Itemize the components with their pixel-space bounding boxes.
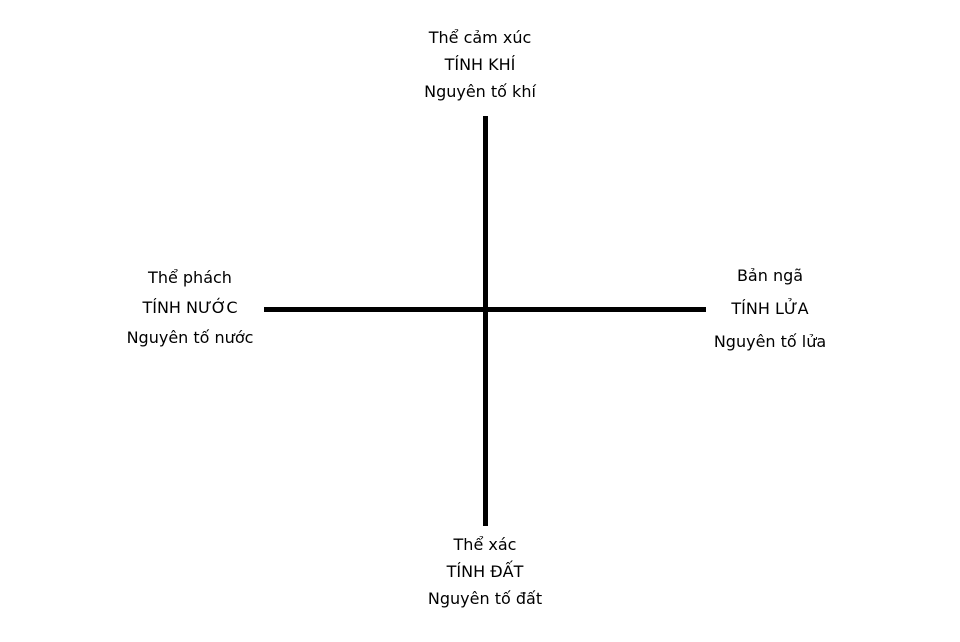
left-body-label: Thể phách — [148, 268, 232, 287]
vertical-axis-line — [483, 116, 488, 526]
right-body-label: Bản ngã — [736, 266, 804, 285]
right-label-group: Bản ngã TÍNH LỬA Nguyên tố lửa — [670, 259, 870, 358]
bottom-body-label: Thể xác — [453, 535, 517, 554]
bottom-nature-label: TÍNH ĐẤT — [446, 562, 524, 581]
bottom-label-group: Thể xác TÍNH ĐẤT Nguyên tố đất — [385, 531, 585, 612]
horizontal-axis-line — [264, 307, 706, 312]
right-nature-label: TÍNH LỬA — [731, 299, 809, 318]
bottom-element-label: Nguyên tố đất — [427, 589, 543, 608]
left-nature-label: TÍNH NƯỚC — [142, 298, 238, 317]
left-element-label: Nguyên tố nước — [126, 328, 254, 347]
top-element-label: Nguyên tố khí — [424, 82, 536, 101]
top-body-label: Thể cảm xúc — [428, 28, 532, 47]
top-label-group: Thể cảm xúc TÍNH KHÍ Nguyên tố khí — [380, 24, 580, 105]
left-label-group: Thể phách TÍNH NƯỚC Nguyên tố nước — [95, 263, 285, 353]
top-nature-label: TÍNH KHÍ — [444, 55, 516, 74]
right-element-label: Nguyên tố lửa — [713, 332, 827, 351]
